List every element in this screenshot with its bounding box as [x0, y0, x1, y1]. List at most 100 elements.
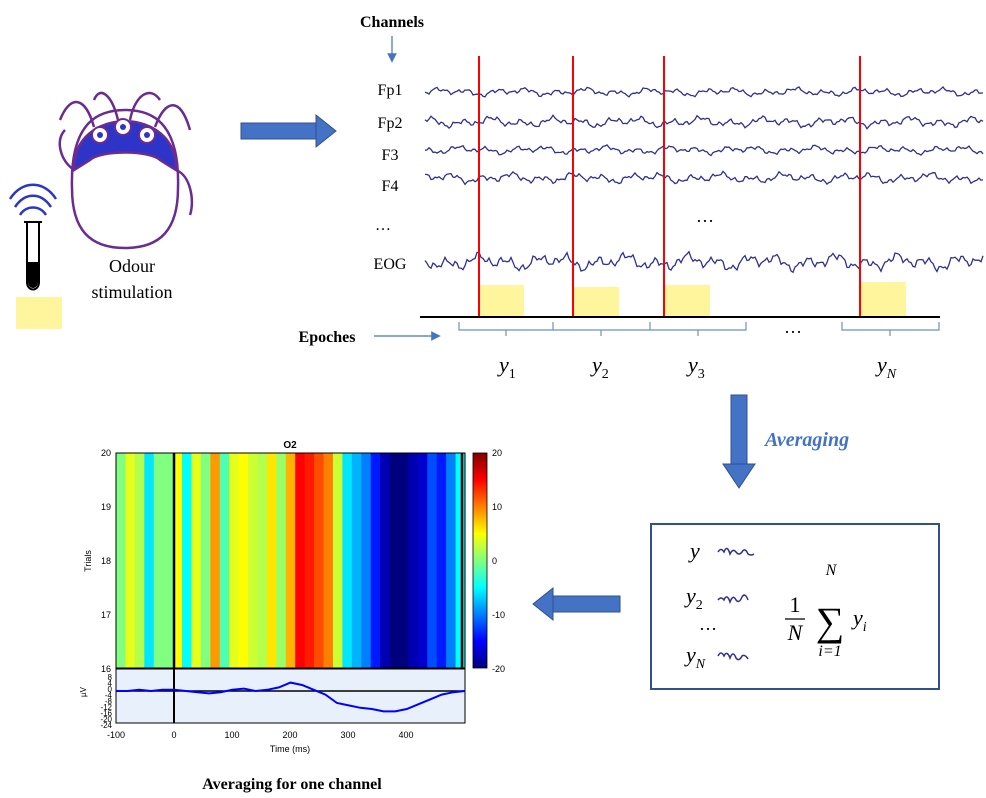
formula-sigma: ∑ — [816, 599, 845, 644]
heatmap-column — [266, 453, 277, 668]
erp-y-tick: -12 — [100, 703, 112, 712]
erp-panel — [115, 668, 466, 724]
odour-stimulus-box — [16, 297, 62, 329]
heatmap-column — [276, 453, 287, 668]
erp-y-tick: 8 — [108, 673, 113, 682]
x-tick-label: 0 — [171, 730, 176, 740]
erp-y-tick: 0 — [108, 685, 113, 694]
heatmap-column — [200, 453, 211, 668]
formula-sum-top: N — [825, 562, 838, 579]
chart-title: O2 — [283, 440, 297, 451]
heatmap-column — [125, 453, 136, 668]
heatmap-column — [295, 453, 306, 668]
y-tick-label: 18 — [101, 556, 111, 566]
eeg-trace — [424, 86, 984, 98]
epochs-ellipsis: … — [784, 317, 802, 337]
arrow-to-signals — [240, 113, 337, 149]
electrode-wire — [58, 100, 96, 128]
colorbar-tick: -20 — [492, 664, 505, 674]
channels-ellipsis: … — [696, 206, 714, 226]
epoch-label-n: yN — [875, 352, 897, 382]
heatmap-column — [172, 453, 183, 668]
erp-y-tick: -8 — [105, 697, 113, 706]
y-tick-label: 20 — [101, 448, 111, 458]
heatmap-column — [332, 453, 343, 668]
x-tick-label: -100 — [107, 730, 125, 740]
erp-y-tick: -24 — [100, 721, 112, 730]
channel-label-fp2: Fp2 — [378, 115, 403, 132]
y-tick-label: 16 — [101, 664, 111, 674]
avg-row-y: y — [688, 538, 700, 563]
heatmap-column — [163, 453, 174, 668]
odour-label-line2: stimulation — [92, 282, 173, 302]
averaging-box — [650, 523, 940, 690]
averaging-label: Averaging — [763, 429, 849, 451]
colorbar — [472, 452, 488, 669]
eeg-trace — [424, 170, 984, 186]
heatmap-column — [257, 453, 268, 668]
colorbar-tick: 10 — [492, 502, 502, 512]
caption: Averaging for one channel — [202, 776, 382, 793]
heatmap-column — [446, 453, 457, 668]
heatmap-column — [153, 453, 164, 668]
avg-row-y2: y2 — [684, 583, 703, 613]
erp-y-tick: 4 — [108, 679, 113, 688]
heatmap-column — [219, 453, 230, 668]
y-axis-label: Trials — [83, 550, 93, 572]
heatmap-column — [398, 453, 409, 668]
x-axis-label: Time (ms) — [270, 744, 310, 754]
mini-wave-icon — [717, 652, 749, 661]
heatmap-column — [361, 453, 372, 668]
x-tick-label: 100 — [224, 730, 239, 740]
heatmap-column — [229, 453, 240, 668]
heatmap-column — [134, 453, 145, 668]
epoch-label-1: y1 — [497, 352, 516, 382]
eeg-trace — [424, 250, 984, 274]
stimulus-box — [480, 285, 524, 317]
electrode-wire — [92, 91, 120, 121]
avg-row-yn: yN — [684, 642, 706, 672]
heatmap-column — [182, 453, 193, 668]
heatmap-frame — [115, 452, 466, 669]
heatmap-column — [427, 453, 438, 668]
heatmap-column — [144, 453, 155, 668]
heatmap-column — [455, 453, 466, 668]
channel-label-ellipsis: … — [375, 217, 391, 234]
x-tick-label: 300 — [340, 730, 355, 740]
heatmap-column — [314, 453, 325, 668]
epoch-brackets — [458, 322, 940, 336]
erp-average-trace — [116, 681, 466, 713]
channel-label-f3: F3 — [382, 147, 399, 164]
colorbar-tick: -10 — [492, 610, 505, 620]
colorbar-tick: 0 — [492, 556, 497, 566]
erp-y-tick: -4 — [105, 691, 113, 700]
erp-y-tick: -16 — [100, 709, 112, 718]
x-tick-label: 400 — [398, 730, 413, 740]
stimulus-box — [861, 282, 906, 317]
channel-label-f4: F4 — [382, 178, 399, 195]
stimulus-box — [574, 287, 619, 317]
electrode-wire — [153, 104, 192, 131]
channel-label-eog: EOG — [374, 256, 407, 273]
channels-label: Channels — [360, 14, 424, 31]
mini-wave-icon — [717, 547, 755, 557]
heatmap-column — [210, 453, 221, 668]
mini-wave-icon — [717, 594, 749, 605]
arrow-averaging-down — [722, 394, 756, 489]
heatmap-column — [285, 453, 296, 668]
arrow-to-result — [532, 586, 621, 622]
heatmap-column — [116, 453, 127, 668]
heatmap-column — [389, 453, 400, 668]
stimulus-box — [665, 285, 710, 317]
channel-label-fp1: Fp1 — [378, 82, 403, 99]
epoch-label-3: y3 — [686, 352, 705, 382]
x-tick-label: 200 — [282, 730, 297, 740]
test-tube-icon — [8, 183, 58, 291]
electrode-wire — [128, 91, 162, 121]
y-tick-label: 19 — [101, 502, 111, 512]
formula-term: yi — [851, 605, 867, 635]
formula-frac-bottom: N — [787, 620, 804, 645]
heatmap-column — [342, 453, 353, 668]
eeg-headset-illustration — [58, 91, 194, 250]
heatmap-column — [408, 453, 419, 668]
